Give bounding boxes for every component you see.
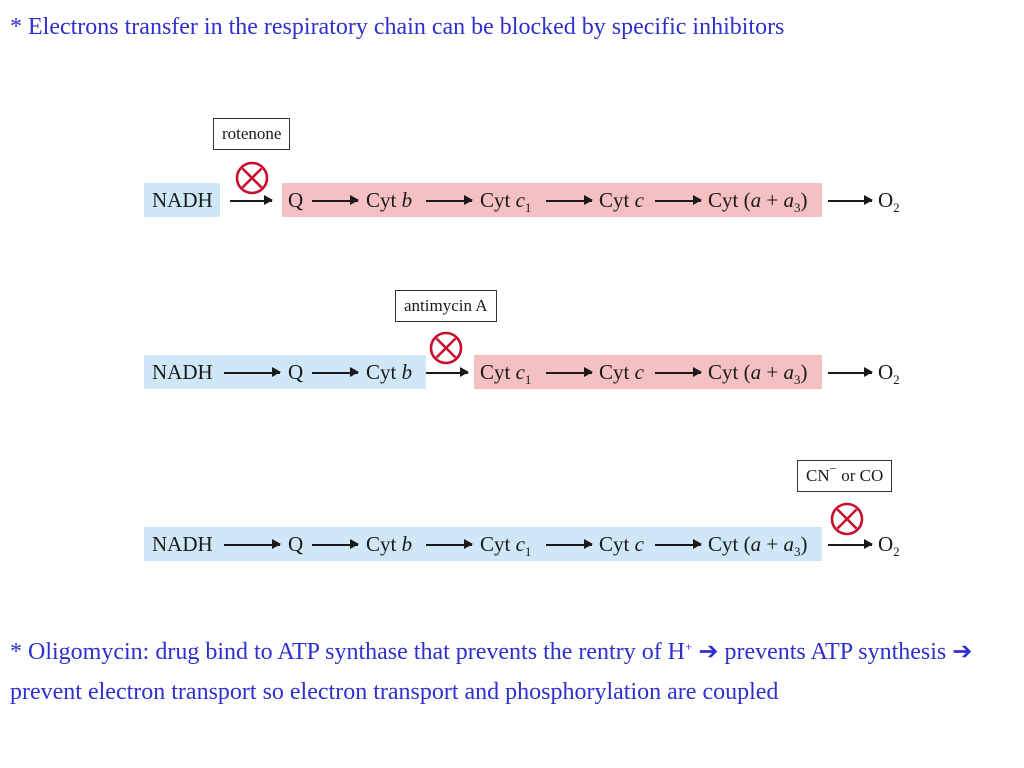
o2-label: O2: [878, 188, 900, 215]
cyt-a-a3-label: Cyt (a + a3): [708, 360, 808, 387]
arrow: [426, 540, 473, 548]
rotenone-label: rotenone: [213, 118, 291, 150]
chain-row-antimycin-a: NADH Q Cyt b Cyt c1 Cyt c Cyt (a + a3) O…: [144, 355, 904, 389]
bottom-note: * Oligomycin: drug bind to ATP synthase …: [10, 639, 973, 705]
right-arrow-icon: ➔: [946, 639, 973, 665]
chain-row-rotenone: NADH Q Cyt b Cyt c1 Cyt c Cyt (a + a3) O…: [144, 183, 904, 217]
arrow: [828, 368, 873, 376]
cyt-c1-label: Cyt c1: [480, 188, 532, 215]
blocked-circle-x-icon: [429, 331, 463, 365]
inhibited-region: [474, 355, 822, 389]
cyt-a-a3-label: Cyt (a + a3): [708, 532, 808, 559]
uninhibited-region: [144, 183, 220, 217]
cyt-c-label: Cyt c: [599, 532, 644, 556]
arrow: [426, 196, 473, 204]
q-label: Q: [288, 360, 304, 384]
uninhibited-region: [144, 355, 426, 389]
arrow: [655, 196, 702, 204]
nadh-label: NADH: [152, 188, 213, 212]
cyt-a-a3-label: Cyt (a + a3): [708, 188, 808, 215]
right-arrow-icon: ➔: [692, 639, 725, 665]
nadh-label: NADH: [152, 532, 213, 556]
arrow: [828, 540, 873, 548]
o2-label: O2: [878, 532, 900, 559]
nadh-label: NADH: [152, 360, 213, 384]
arrow: [655, 368, 702, 376]
top-note: * Electrons transfer in the respiratory …: [10, 14, 785, 40]
arrow: [224, 368, 281, 376]
arrow: [312, 540, 359, 548]
arrow: [224, 540, 281, 548]
arrow: [426, 368, 469, 376]
arrow: [828, 196, 873, 204]
arrow: [546, 540, 593, 548]
blocked-circle-x-icon: [830, 502, 864, 536]
cyanide-co-label: CN− or CO: [797, 460, 893, 492]
cyt-c-label: Cyt c: [599, 188, 644, 212]
blocked-circle-x-icon: [235, 161, 269, 195]
cyt-b-label: Cyt b: [366, 360, 413, 384]
arrow: [312, 368, 359, 376]
q-label: Q: [288, 188, 304, 212]
chain-row-cyanide-co: NADH Q Cyt b Cyt c1 Cyt c Cyt (a + a3) O…: [144, 527, 904, 561]
antimycin-a-label: antimycin A: [395, 290, 497, 322]
cyt-c1-label: Cyt c1: [480, 532, 532, 559]
q-label: Q: [288, 532, 304, 556]
arrow: [546, 368, 593, 376]
cyt-b-label: Cyt b: [366, 188, 413, 212]
arrow: [230, 196, 273, 204]
cyt-c1-label: Cyt c1: [480, 360, 532, 387]
arrow: [312, 196, 359, 204]
o2-label: O2: [878, 360, 900, 387]
cyt-b-label: Cyt b: [366, 532, 413, 556]
arrow: [546, 196, 593, 204]
arrow: [655, 540, 702, 548]
cyt-c-label: Cyt c: [599, 360, 644, 384]
